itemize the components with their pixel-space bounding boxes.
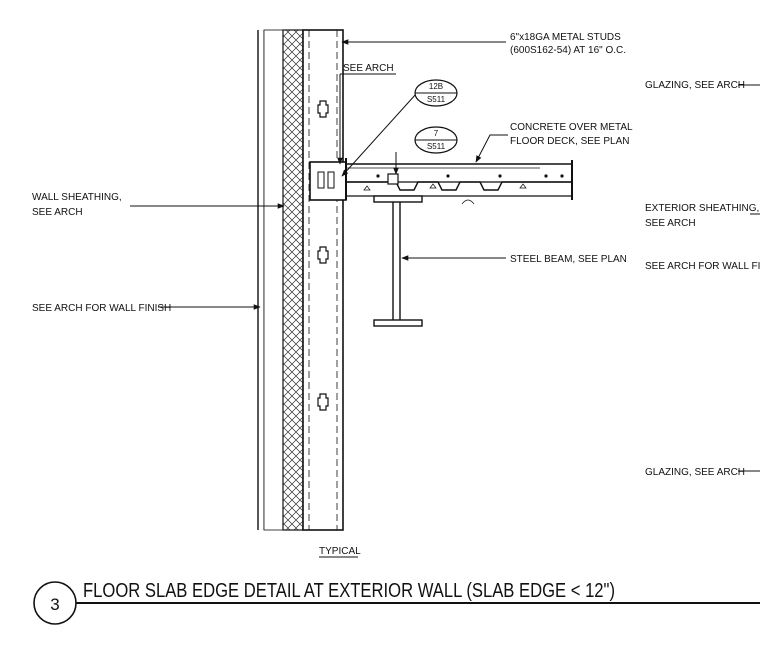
note-see-arch: SEE ARCH: [343, 63, 394, 74]
leader-callout-12b: [341, 93, 417, 177]
note-wall-finish-left: SEE ARCH FOR WALL FINISH: [32, 303, 171, 314]
callout-sheet-number: S511: [427, 142, 446, 151]
note-steel-beam: STEEL BEAM, SEE PLAN: [510, 254, 627, 265]
note-metal-studs-line1: 6"x18GA METAL STUDS: [510, 32, 621, 43]
stud-punchout-1: [317, 100, 329, 118]
leader-concrete-deck: [475, 134, 508, 163]
note-exterior-sheathing-line1: EXTERIOR SHEATHING,: [645, 203, 759, 214]
leaders: [130, 39, 760, 472]
wall-sheathing-hatch: [282, 29, 304, 531]
stud-punchout-2: [317, 246, 329, 264]
note-wall-sheathing-line1: WALL SHEATHING,: [32, 192, 122, 203]
air-space: [263, 29, 284, 531]
detail-title-block: 3 FLOOR SLAB EDGE DETAIL AT EXTERIOR WAL…: [33, 580, 760, 625]
steel-beam: [373, 195, 423, 327]
exterior-wall: [257, 29, 344, 531]
detail-title: FLOOR SLAB EDGE DETAIL AT EXTERIOR WALL …: [83, 580, 615, 602]
callout-detail-number: 12B: [429, 82, 443, 91]
notes: 6"x18GA METAL STUDS (600S162-54) AT 16" …: [32, 32, 760, 558]
note-concrete-deck-line1: CONCRETE OVER METAL: [510, 122, 633, 133]
metal-deck-profile: [346, 181, 572, 191]
note-typical: TYPICAL: [319, 546, 361, 557]
callout-12b-s511[interactable]: 12B S511: [414, 79, 458, 107]
note-concrete-deck-line2: FLOOR DECK, SEE PLAN: [510, 136, 629, 147]
note-glazing-top: GLAZING, SEE ARCH: [645, 80, 745, 91]
callout-sheet-number: S511: [427, 95, 446, 104]
clip-slot-1: [317, 171, 325, 189]
metal-stud: [302, 29, 344, 531]
note-exterior-sheathing-line2: SEE ARCH: [645, 218, 696, 229]
concrete-aggregate-marks: [363, 183, 527, 205]
callout-detail-number: 7: [434, 129, 439, 138]
reinforcing-bars: [376, 174, 564, 178]
note-metal-studs-line2: (600S162-54) AT 16" O.C.: [510, 45, 626, 56]
stud-punchout-3: [317, 393, 329, 411]
note-glazing-bottom: GLAZING, SEE ARCH: [645, 467, 745, 478]
slab-edge-clip: [309, 158, 347, 201]
beam-top-flange: [373, 195, 423, 203]
detail-number: 3: [50, 595, 59, 614]
note-wall-finish-right: SEE ARCH FOR WALL FINISH: [645, 261, 760, 272]
beam-bottom-flange: [373, 319, 423, 327]
clip-slot-2: [327, 171, 335, 189]
note-wall-sheathing-line2: SEE ARCH: [32, 207, 83, 218]
stud-punchouts: [317, 100, 329, 411]
callout-7-s511[interactable]: 7 S511: [414, 126, 458, 154]
shear-stud: [387, 173, 399, 185]
